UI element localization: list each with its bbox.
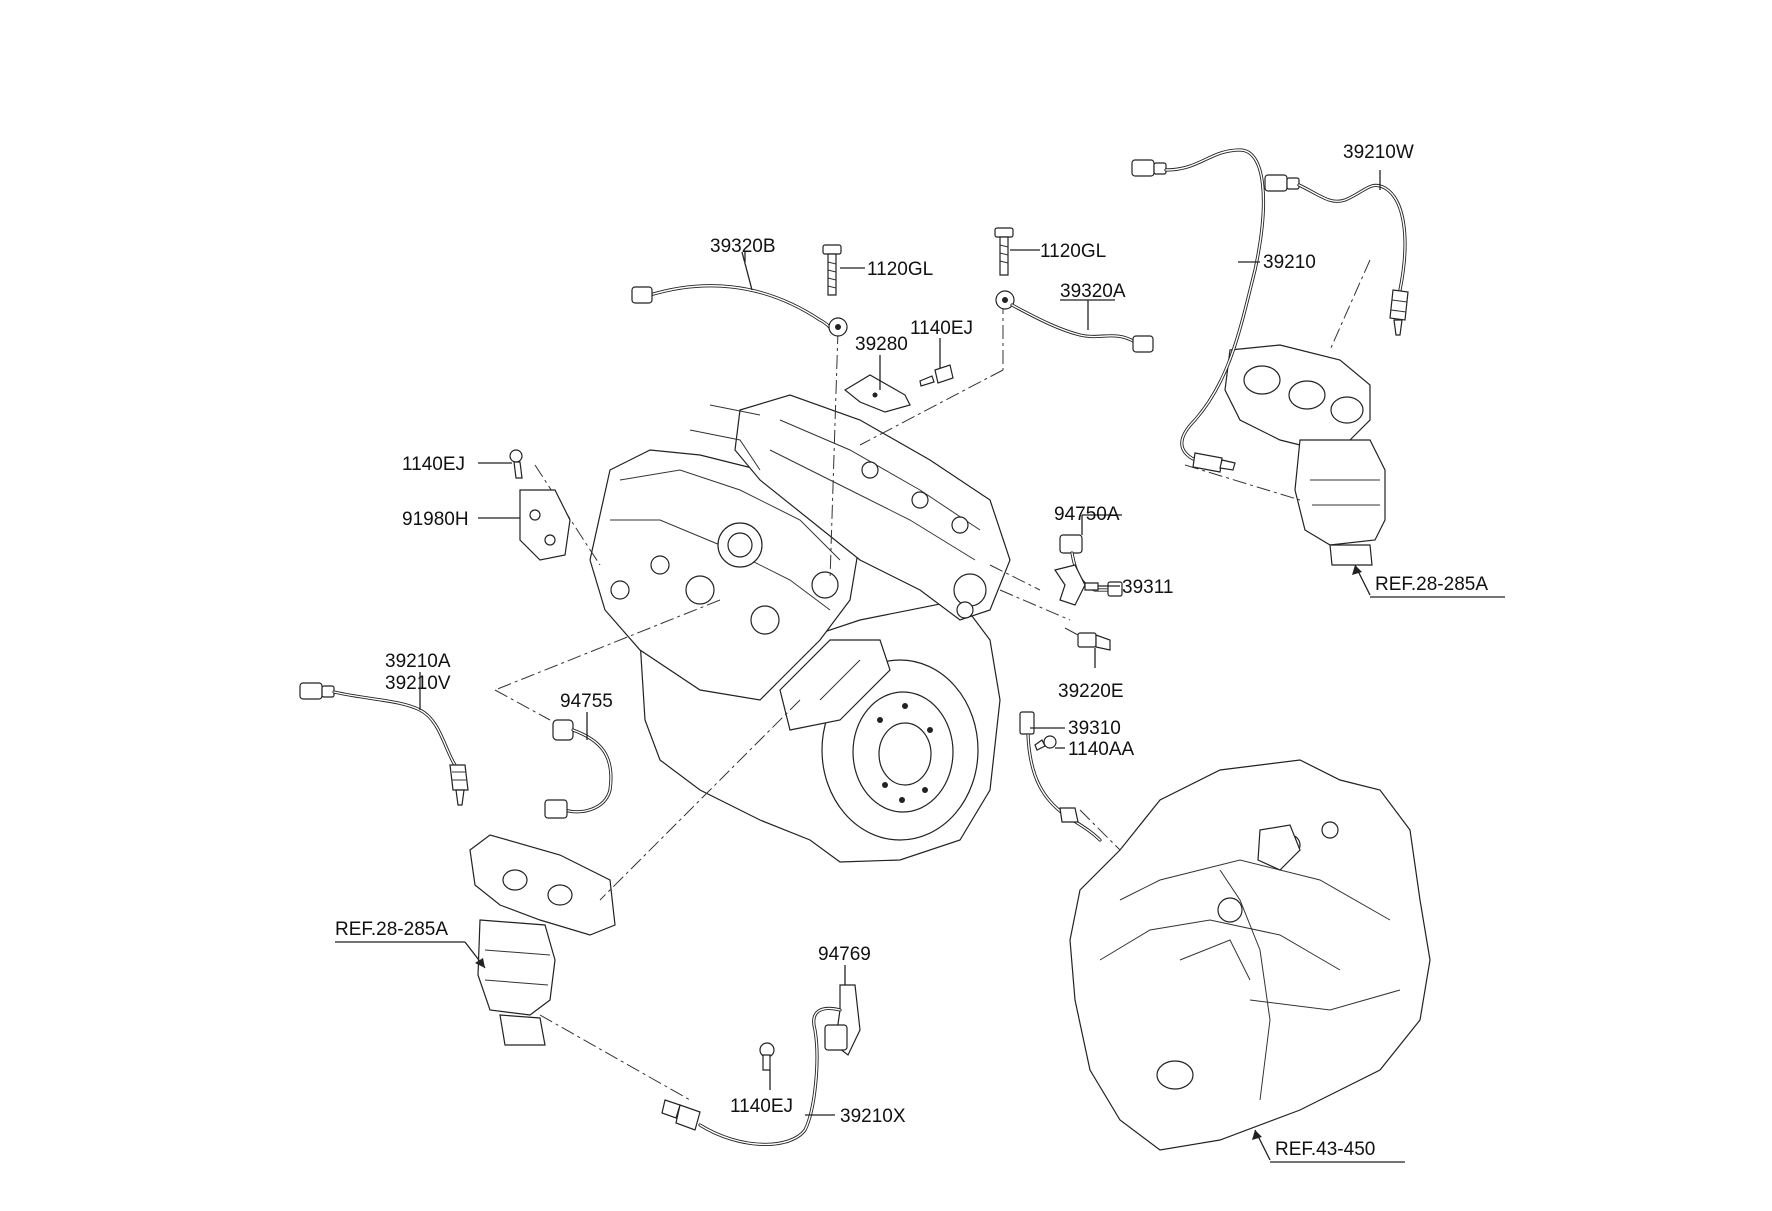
oxygen-sensor-39210W (1264, 174, 1409, 336)
sensor-39220E (1064, 627, 1111, 651)
bolt-1140EJ-b (509, 449, 523, 479)
label-1120GL-a: 1120GL (867, 259, 933, 280)
label-39320A: 39320A (1060, 281, 1126, 302)
label-39311: 39311 (1122, 577, 1173, 598)
label-39210: 39210 (1263, 252, 1316, 273)
label-39210V: 39210V (385, 673, 451, 694)
label-1140EJ-b: 1140EJ (402, 454, 465, 475)
sensor-94755 (544, 719, 613, 819)
bolt-1120GL-b (994, 227, 1014, 276)
label-39220E: 39220E (1058, 681, 1124, 702)
knock-sensor-39320B (631, 284, 848, 337)
ref-callout-transaxle: REF.43-450 (1252, 1129, 1405, 1163)
right-exhaust-manifold (1224, 344, 1386, 566)
ref-label-right-manifold: REF.28-285A (1375, 574, 1488, 595)
part-labels: 39320B 1120GL 1120GL 39320A 39280 1140EJ… (385, 142, 1414, 1127)
oxygen-sensor-39210A-39210V (299, 682, 469, 806)
label-94750A: 94750A (1054, 504, 1120, 525)
sensor-39311 (1054, 564, 1099, 606)
bolt-1140AA (1034, 735, 1057, 751)
label-1140EJ-a: 1140EJ (910, 318, 973, 339)
left-exhaust-manifold (469, 834, 616, 1046)
label-1140EJ-c: 1140EJ (730, 1096, 793, 1117)
bracket-94769 (824, 984, 861, 1056)
bracket-39280 (843, 374, 911, 413)
label-91980H: 91980H (402, 509, 469, 530)
label-39280: 39280 (855, 334, 908, 355)
oxygen-sensor-39210 (1131, 148, 1266, 473)
leader-lines (419, 170, 1381, 1116)
label-39210W: 39210W (1343, 142, 1414, 163)
bracket-91980H (519, 489, 571, 561)
engine-assembly (589, 394, 1011, 863)
bolt-1140EJ-a (919, 364, 954, 387)
ref-callout-right-manifold: REF.28-285A (1352, 564, 1505, 598)
transaxle-assembly (1069, 759, 1431, 1151)
label-39210A: 39210A (385, 651, 451, 672)
label-1120GL-b: 1120GL (1040, 241, 1106, 262)
sensor-39310 (1019, 711, 1102, 842)
oxygen-sensor-39210X (661, 1006, 842, 1146)
label-94755: 94755 (560, 691, 613, 712)
bolt-1140EJ-c (759, 1042, 775, 1071)
ref-callout-left-manifold: REF.28-285A (335, 919, 486, 969)
label-1140AA: 1140AA (1068, 739, 1135, 760)
ref-label-left-manifold: REF.28-285A (335, 919, 448, 940)
leader-dashes (494, 259, 1371, 1101)
label-94769: 94769 (818, 944, 871, 965)
knock-sensor-39320A (995, 290, 1154, 353)
label-39320B: 39320B (710, 236, 776, 257)
bolt-1120GL-a (822, 244, 842, 296)
ref-label-transaxle: REF.43-450 (1275, 1139, 1375, 1160)
label-39310: 39310 (1068, 718, 1121, 739)
label-39210X: 39210X (840, 1106, 906, 1127)
